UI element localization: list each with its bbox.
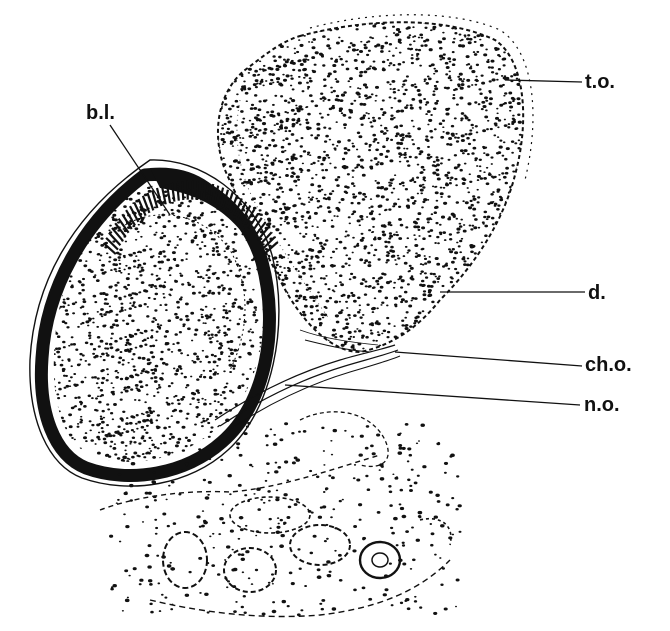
optic-tectum xyxy=(213,15,533,357)
leader-cho xyxy=(395,352,582,366)
label-d: d. xyxy=(588,283,606,303)
label-cho: ch.o. xyxy=(585,355,632,375)
eye-cup xyxy=(30,160,279,486)
leader-to xyxy=(505,80,582,82)
label-no: n.o. xyxy=(584,395,620,415)
label-to: t.o. xyxy=(585,72,615,92)
lower-tissue xyxy=(100,412,462,617)
leader-no xyxy=(285,385,580,405)
leader-lines xyxy=(110,80,585,405)
label-bl: b.l. xyxy=(86,103,115,123)
